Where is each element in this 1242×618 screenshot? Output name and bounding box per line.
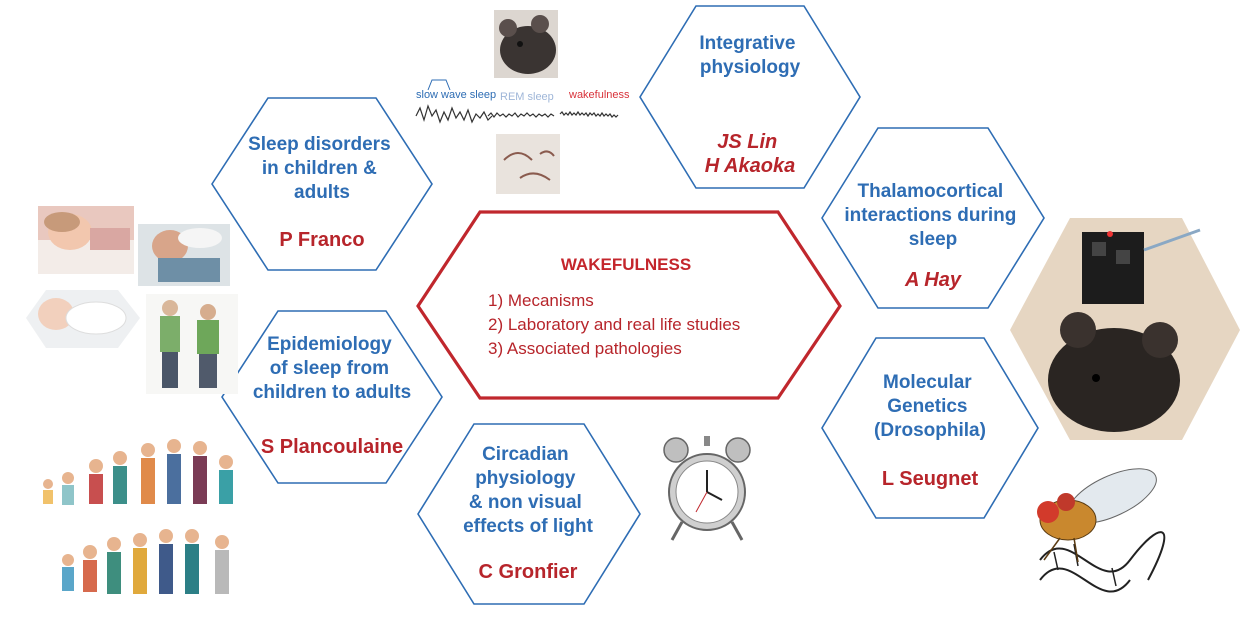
eeg-label-rem: REM sleep	[500, 91, 554, 103]
topic-person: S Plancoulaine	[261, 436, 403, 458]
topic-person: JS Lin	[717, 131, 777, 153]
svg-text:Thalamocortical interactio: Thalamocortical interactions during slee…	[844, 181, 1021, 250]
svg-text:Integrative physiology: Integrative physiology	[699, 33, 800, 78]
svg-text:Molecular Genetics (Dr: Molecular Genetics (Drosophila)	[874, 372, 986, 441]
alarm-clock	[663, 436, 751, 541]
topic-title-line: in children &	[262, 158, 377, 179]
eeg-label-slow-wave: slow wave sleep	[416, 89, 496, 101]
topic-title-line: effects of light	[463, 516, 594, 537]
topic-title-line: physiology	[475, 468, 576, 489]
center-title: WAKEFULNESS	[561, 255, 691, 274]
topic-title-line: children to adults	[253, 382, 411, 403]
hexagon-epidemiology	[221, 310, 443, 484]
topic-title-line: physiology	[700, 57, 801, 78]
svg-text:Sleep disorders in childre: Sleep disorders in children & adults	[248, 134, 396, 203]
center-item-1: 1) Mecanisms	[488, 291, 594, 310]
sleeping-child-photo	[38, 206, 134, 274]
topic-title-line: (Drosophila)	[874, 420, 986, 441]
center-item-2: 2) Laboratory and real life studies	[488, 315, 740, 334]
svg-text:Epidemiology of sleep from: Epidemiology of sleep from children to a…	[253, 334, 411, 403]
hexagon-molecular-genetics	[821, 337, 1039, 519]
elderly-couple-photo	[146, 294, 238, 394]
topic-title-line: Epidemiology	[267, 334, 392, 355]
hexagon-sleep-disorders	[211, 97, 433, 271]
eeg-label-wakefulness: wakefulness	[568, 89, 630, 101]
topic-title-line: Circadian	[482, 444, 569, 465]
sleeping-man-photo	[138, 224, 230, 286]
topic-person: L Seugnet	[882, 468, 979, 490]
center-hexagon	[416, 210, 842, 400]
topic-title-line: interactions during	[844, 205, 1016, 226]
topic-title-line: of sleep from	[270, 358, 389, 379]
svg-text:Circadian physiology &: Circadian physiology & non visual effect…	[463, 444, 594, 537]
topic-title-line: Molecular	[883, 372, 972, 393]
hexagon-thalamocortical	[821, 127, 1045, 309]
topic-title-line: Sleep disorders	[248, 134, 391, 155]
topic-person: P Franco	[279, 229, 364, 251]
topic-title-line: sleep	[909, 229, 958, 250]
topic-title-line: adults	[294, 182, 350, 203]
topic-title-line: Integrative	[699, 33, 795, 54]
svg-text:JS Lin H Akaoka: JS Lin H Akaoka	[705, 131, 795, 177]
mouse-photo	[494, 10, 558, 78]
topic-title-line: & non visual	[469, 492, 582, 513]
drosophila-dna-drawing	[1037, 468, 1166, 593]
mouse-sleeping-photo	[496, 134, 560, 194]
topic-person: C Gronfier	[479, 561, 578, 583]
topic-title-line: Genetics	[887, 396, 967, 417]
eeg-traces: slow wave sleep REM sleep wakefulness	[415, 79, 630, 124]
topic-person: A Hay	[904, 269, 962, 291]
hexagon-integrative	[639, 5, 861, 189]
center-item-3: 3) Associated pathologies	[488, 339, 682, 358]
sleeping-baby-photo	[26, 290, 140, 348]
topic-title-line: Thalamocortical	[858, 181, 1004, 202]
mouse-headstage-photo	[1010, 218, 1240, 440]
hexagon-circadian	[417, 423, 641, 605]
topic-person: H Akaoka	[705, 155, 795, 177]
family-ages-cartoon	[43, 439, 233, 594]
